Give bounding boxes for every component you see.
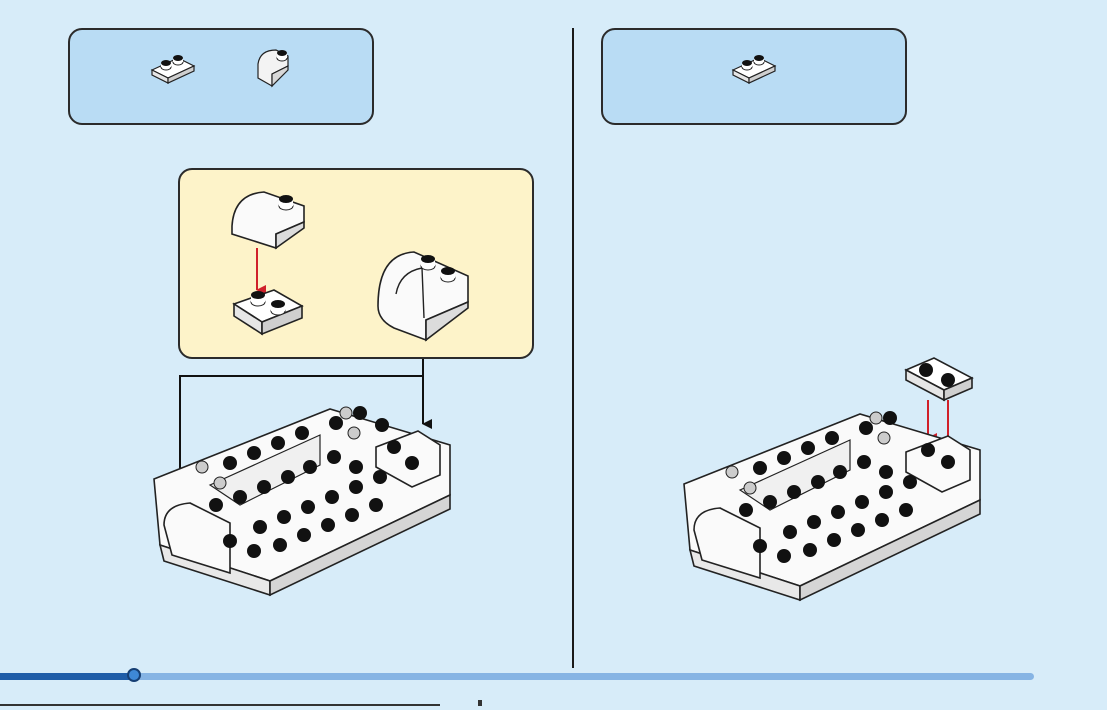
progress-knob <box>127 668 141 682</box>
page-bottom-rule <box>0 704 440 706</box>
step-1-model <box>150 395 470 605</box>
step-2-new-plate <box>906 358 972 400</box>
page-bottom-tick <box>478 700 482 706</box>
step-2-model <box>680 350 1010 610</box>
progress-track <box>0 673 1034 680</box>
step-divider <box>572 28 574 668</box>
plate-1x2-icon <box>729 52 779 86</box>
step-2-parts-box <box>601 28 907 125</box>
progress-fill <box>0 673 134 680</box>
